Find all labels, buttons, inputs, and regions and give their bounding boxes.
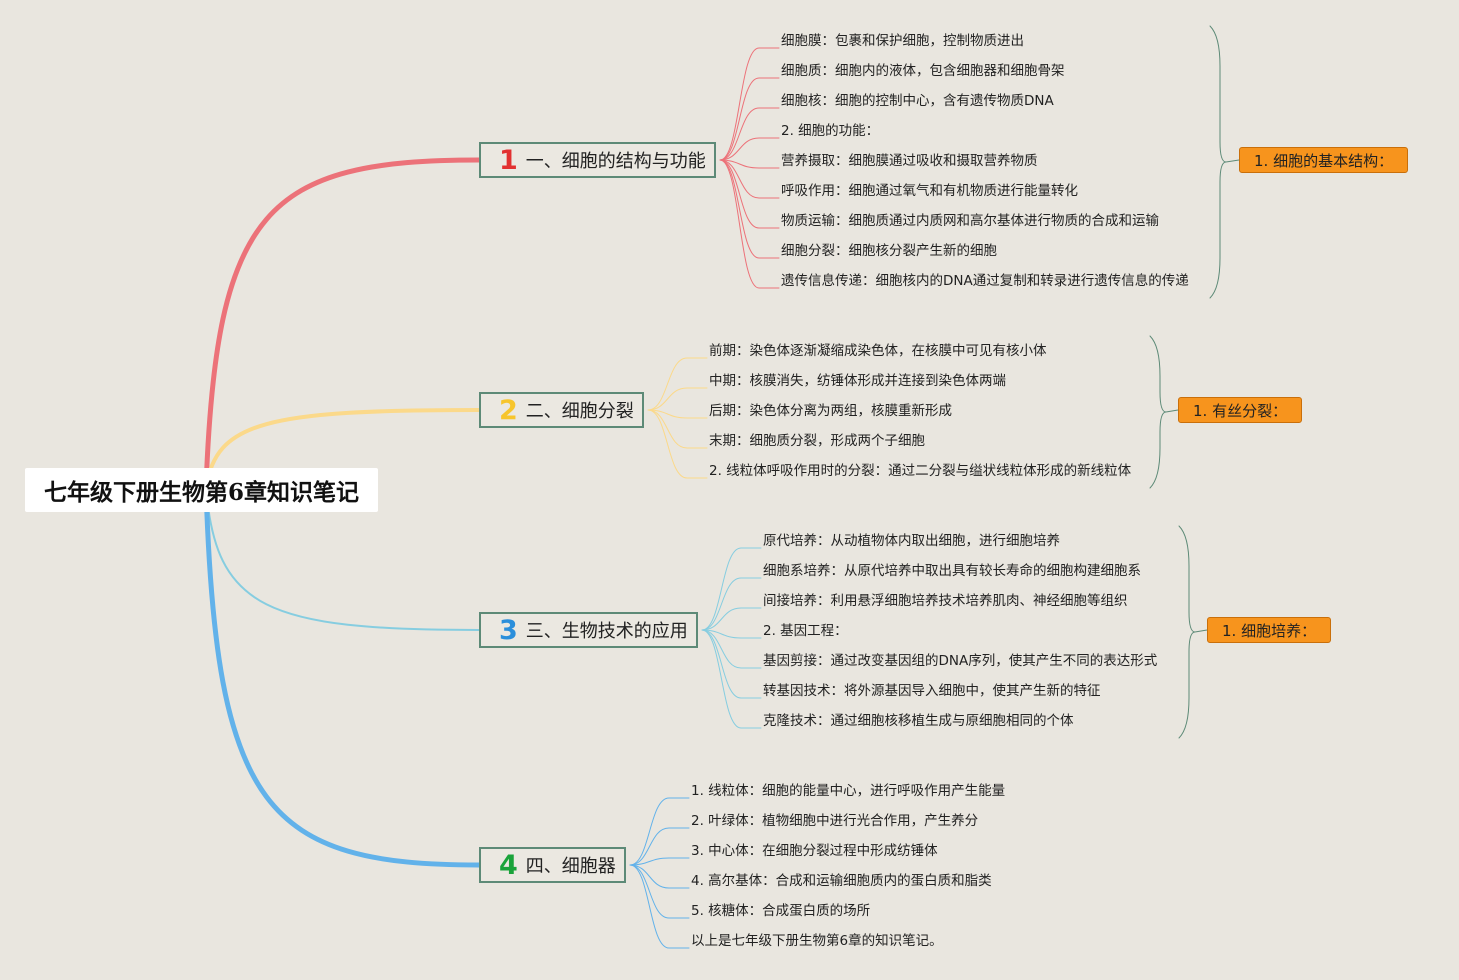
leaf-item[interactable]: 前期：染色体逐渐凝缩成染色体，在核膜中可见有核小体	[709, 343, 1047, 359]
branch-label: 三、生物技术的应用	[525, 621, 688, 642]
branch-topic-2[interactable]: 2 二、细胞分裂	[479, 392, 644, 428]
leaf-connector	[647, 387, 708, 411]
branch-label: 二、细胞分裂	[525, 401, 634, 422]
leaf-connector	[719, 77, 780, 161]
leaf-connector	[701, 547, 762, 631]
leaf-connector	[719, 107, 780, 161]
leaf-item[interactable]: 3. 中心体：在细胞分裂过程中形成纺锤体	[691, 843, 938, 859]
leaf-item[interactable]: 细胞系培养：从原代培养中取出具有较长寿命的细胞构建细胞系	[763, 563, 1141, 579]
root-topic[interactable]: 七年级下册生物第6章知识笔记	[25, 468, 378, 512]
leaf-connector	[701, 629, 762, 669]
summary-topic[interactable]: 1. 有丝分裂：	[1178, 397, 1303, 423]
leaf-connector	[719, 159, 780, 259]
leaf-connector	[629, 864, 690, 919]
branch-connector-2	[204, 408, 481, 490]
leaf-item[interactable]: 基因剪接：通过改变基因组的DNA序列，使其产生不同的表达形式	[763, 653, 1158, 669]
leaf-item[interactable]: 物质运输：细胞质通过内质网和高尔基体进行物质的合成和运输	[781, 213, 1159, 229]
leaf-connector	[647, 409, 708, 479]
leaf-connector	[719, 159, 780, 289]
summary-bracket	[1209, 25, 1227, 299]
branch-connector-1	[203, 157, 482, 491]
leaf-connector	[701, 629, 762, 639]
branch-connector-4	[203, 485, 482, 868]
branch-label: 四、细胞器	[525, 856, 616, 877]
leaf-item[interactable]: 中期：核膜消失，纺锤体形成并连接到染色体两端	[709, 373, 1006, 389]
leaf-item[interactable]: 原代培养：从动植物体内取出细胞，进行细胞培养	[763, 533, 1060, 549]
summary-connector	[1165, 409, 1179, 413]
leaf-item[interactable]: 细胞质：细胞内的液体，包含细胞器和细胞骨架	[781, 63, 1065, 79]
leaf-item[interactable]: 遗传信息传递：细胞核内的DNA通过复制和转录进行遗传信息的传递	[781, 273, 1189, 289]
leaf-connector	[629, 864, 690, 889]
leaf-connector	[719, 159, 780, 229]
leaf-item[interactable]: 1. 线粒体：细胞的能量中心，进行呼吸作用产生能量	[691, 783, 1006, 799]
summary-bracket	[1178, 525, 1196, 739]
leaf-item[interactable]: 末期：细胞质分裂，形成两个子细胞	[709, 433, 925, 449]
leaf-item[interactable]: 2. 细胞的功能：	[781, 123, 880, 139]
summary-topic[interactable]: 1. 细胞的基本结构：	[1239, 147, 1409, 173]
summary-connector	[1225, 159, 1240, 163]
branch-number: 4	[499, 849, 518, 881]
branch-label: 一、细胞的结构与功能	[525, 151, 706, 172]
leaf-connector	[701, 607, 762, 631]
branch-number: 2	[499, 394, 518, 426]
branch-topic-1[interactable]: 1 一、细胞的结构与功能	[479, 142, 716, 178]
leaf-connector	[719, 137, 780, 161]
leaf-item[interactable]: 2. 基因工程：	[763, 623, 848, 639]
leaf-connector	[719, 47, 780, 161]
leaf-item[interactable]: 2. 叶绿体：植物细胞中进行光合作用，产生养分	[691, 813, 979, 829]
leaf-connector	[647, 409, 708, 449]
leaf-connector	[701, 629, 762, 699]
branch-number: 1	[499, 144, 518, 176]
leaf-item[interactable]: 克隆技术：通过细胞核移植生成与原细胞相同的个体	[763, 713, 1074, 729]
leaf-connector	[647, 409, 708, 419]
leaf-connector	[719, 159, 780, 199]
leaf-connector	[629, 857, 690, 866]
leaf-item[interactable]: 细胞分裂：细胞核分裂产生新的细胞	[781, 243, 997, 259]
root-title: 七年级下册生物第6章知识笔记	[43, 479, 359, 506]
summary-connector	[1194, 629, 1208, 633]
leaf-item[interactable]: 4. 高尔基体：合成和运输细胞质内的蛋白质和脂类	[691, 873, 992, 889]
leaf-connector	[629, 797, 690, 866]
leaf-connector	[701, 577, 762, 631]
leaf-item[interactable]: 营养摄取：细胞膜通过吸收和摄取营养物质	[781, 153, 1038, 169]
leaf-item[interactable]: 间接培养：利用悬浮细胞培养技术培养肌肉、神经细胞等组织	[763, 593, 1128, 609]
leaf-item[interactable]: 细胞膜：包裹和保护细胞，控制物质进出	[781, 33, 1024, 49]
leaf-item[interactable]: 转基因技术：将外源基因导入细胞中，使其产生新的特征	[763, 683, 1101, 699]
leaf-item[interactable]: 2. 线粒体呼吸作用时的分裂：通过二分裂与缢状线粒体形成的新线粒体	[709, 463, 1132, 479]
summary-topic[interactable]: 1. 细胞培养：	[1207, 617, 1332, 643]
branch-topic-4[interactable]: 4 四、细胞器	[479, 847, 626, 883]
leaf-item[interactable]: 细胞核：细胞的控制中心，含有遗传物质DNA	[781, 93, 1054, 109]
leaf-item[interactable]: 后期：染色体分离为两组，核膜重新形成	[709, 403, 952, 419]
leaf-item[interactable]: 呼吸作用：细胞通过氧气和有机物质进行能量转化	[781, 183, 1078, 199]
leaf-connector	[629, 827, 690, 866]
branch-connector-3	[205, 487, 480, 631]
leaf-connector	[701, 629, 762, 729]
summary-bracket	[1149, 335, 1167, 489]
leaf-connector	[647, 357, 708, 411]
branch-number: 3	[499, 614, 518, 646]
leaf-connector	[719, 159, 780, 169]
branch-topic-3[interactable]: 3 三、生物技术的应用	[479, 612, 698, 648]
leaf-connector	[629, 864, 690, 949]
leaf-item[interactable]: 5. 核糖体：合成蛋白质的场所	[691, 903, 871, 919]
leaf-item[interactable]: 以上是七年级下册生物第6章的知识笔记。	[691, 933, 943, 949]
